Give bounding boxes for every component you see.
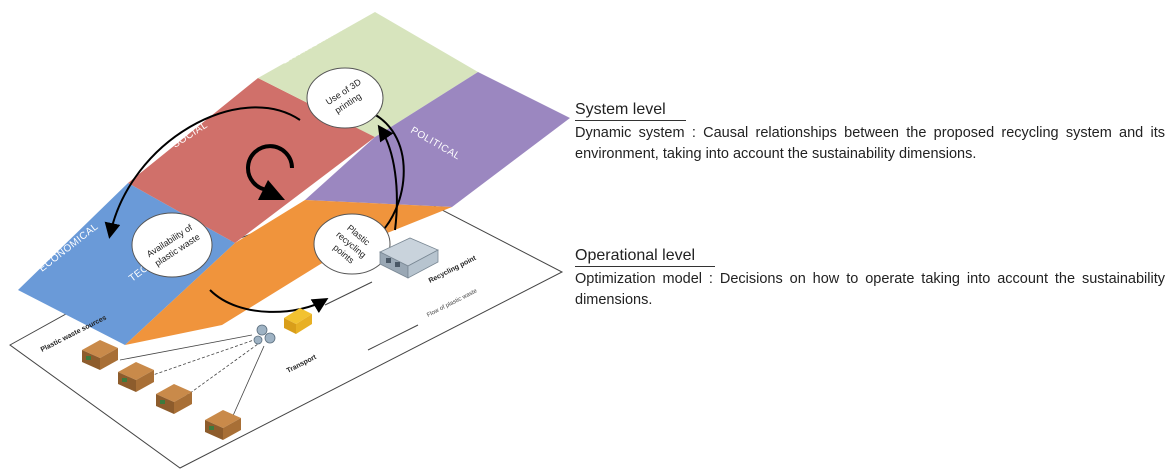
recycling-point-building-icon [379,237,439,279]
node-availability-plastic-waste [131,212,213,278]
causal-arrow-upward [377,124,398,231]
diagram-canvas: ENVIRONMENTAL SOCIAL POLITICAL ECONOMICA… [9,11,570,469]
causal-arrow-top [104,106,301,239]
waste-source-4-icon [205,410,241,440]
operational-level-title: Operational level [575,246,716,267]
loop-symbol-icon [246,144,294,192]
causal-arrow-right [364,109,405,241]
causal-arrow-bottom [209,289,329,314]
system-level-description: Dynamic system : Causal relationships be… [575,125,1165,162]
truck-icon [284,308,312,334]
operational-level-description: Optimization model : Decisions on how to… [575,271,1165,308]
system-level-title: System level [575,100,686,121]
transport-to-recycling-line [324,281,373,306]
node-use-3d-printing [306,67,384,129]
source-line-4 [231,345,265,419]
source-line-2 [149,339,255,377]
distribution-hub-icon [253,324,276,345]
waste-source-2-icon [118,362,154,392]
social-sector [128,78,375,243]
system-level-block: System level Dynamic system : Causal rel… [575,100,1165,165]
loop-arrowhead-icon [258,180,285,200]
node-plastic-recycling-points [313,213,391,275]
source-line-1 [119,334,253,361]
flow-legend-line [367,324,419,351]
operational-level-block: Operational level Optimization model : D… [575,246,1165,311]
political-sector [305,72,570,207]
waste-source-3-icon [156,384,192,414]
waste-source-1-icon [82,340,118,370]
